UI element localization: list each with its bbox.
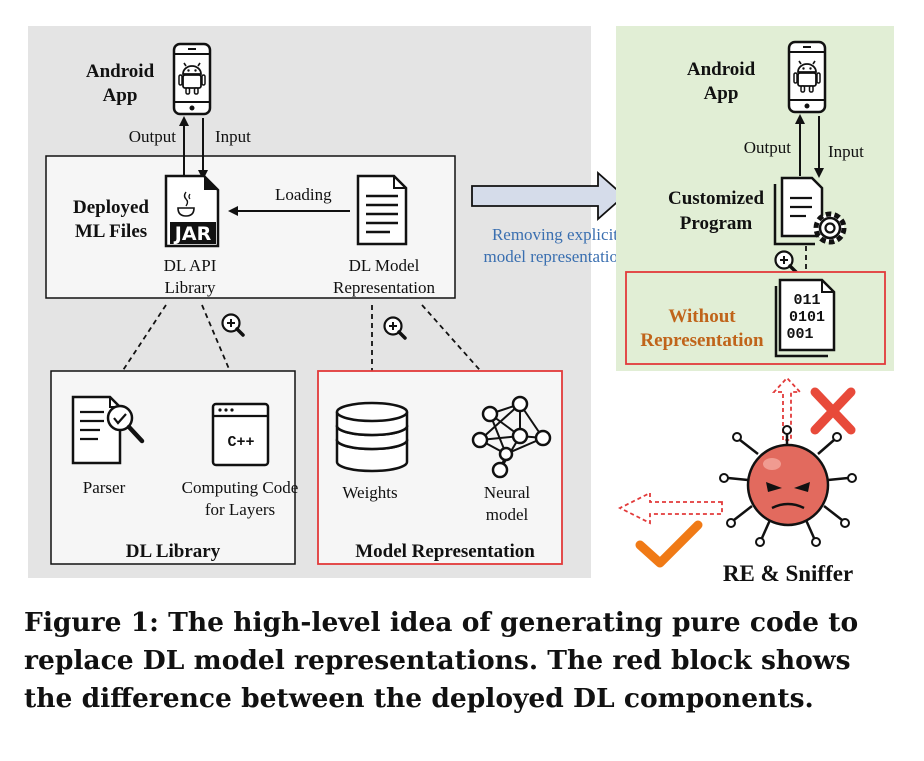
dl-model-repr-line2: Representation: [333, 278, 435, 297]
svg-text:0101: 0101: [789, 309, 825, 326]
neural-network-icon: [471, 395, 552, 479]
customized-program-line2: Program: [680, 213, 753, 234]
code-window-icon: C++: [211, 402, 270, 467]
weights-label: Weights: [342, 483, 397, 502]
svg-text:JAR: JAR: [173, 223, 212, 245]
svg-text:001: 001: [786, 326, 813, 343]
computing-code-line2: for Layers: [205, 500, 275, 519]
svg-text:C++: C++: [227, 434, 254, 451]
blocked-upward-arrow: [771, 376, 803, 441]
transition-text-line2: model representation: [483, 247, 627, 266]
parser-label: Parser: [83, 478, 126, 497]
without-representation-box: [625, 271, 886, 365]
neural-model-line1: Neural: [484, 483, 531, 502]
computing-code-line1: Computing Code: [182, 478, 299, 497]
right-app-label-line2: App: [704, 83, 739, 104]
dl-library-title: DL Library: [126, 541, 221, 562]
without-representation-line2: Representation: [640, 330, 764, 351]
loading-label: Loading: [275, 185, 332, 204]
attacker-label: RE & Sniffer: [723, 561, 853, 586]
transition-text-line1: Removing explicit: [492, 225, 618, 244]
smartphone-icon: [787, 40, 827, 114]
customized-program-line1: Customized: [668, 188, 764, 209]
model-representation-title: Model Representation: [355, 541, 535, 562]
smartphone-icon: [172, 42, 212, 116]
without-representation-line1: Without: [668, 306, 736, 327]
svg-text:011: 011: [793, 292, 820, 309]
database-icon: [335, 401, 409, 473]
jar-file-icon: JAR: [164, 174, 220, 248]
left-output-label: Output: [129, 127, 177, 146]
right-app-label-line1: Android: [687, 59, 756, 80]
architecture-diagram: Android App Output Input Deployed ML Fil…: [28, 26, 894, 586]
leaked-leftward-arrow: [617, 491, 723, 525]
right-output-label: Output: [744, 138, 792, 157]
document-icon: [356, 174, 408, 246]
dl-model-repr-line1: DL Model: [349, 256, 420, 275]
left-app-label-line1: Android: [86, 61, 155, 82]
deployed-files-label-line2: ML Files: [75, 221, 147, 242]
check-icon: [635, 520, 703, 568]
dl-api-library-line2: Library: [165, 278, 216, 297]
binary-file-icon: 011 0101 001: [774, 278, 836, 358]
bug-icon: [719, 425, 857, 547]
parser-search-icon: [71, 395, 145, 465]
right-input-label: Input: [828, 142, 864, 161]
figure-caption: Figure 1: The high-level idea of generat…: [24, 607, 859, 714]
dl-api-library-line1: DL API: [164, 256, 217, 275]
program-gear-icon: [773, 176, 847, 246]
transition-arrow: [471, 171, 626, 221]
neural-model-line2: model: [486, 505, 529, 524]
left-input-label: Input: [215, 127, 251, 146]
left-app-label-line2: App: [103, 85, 138, 106]
deployed-files-label-line1: Deployed: [73, 197, 149, 218]
cross-icon: [810, 387, 856, 435]
